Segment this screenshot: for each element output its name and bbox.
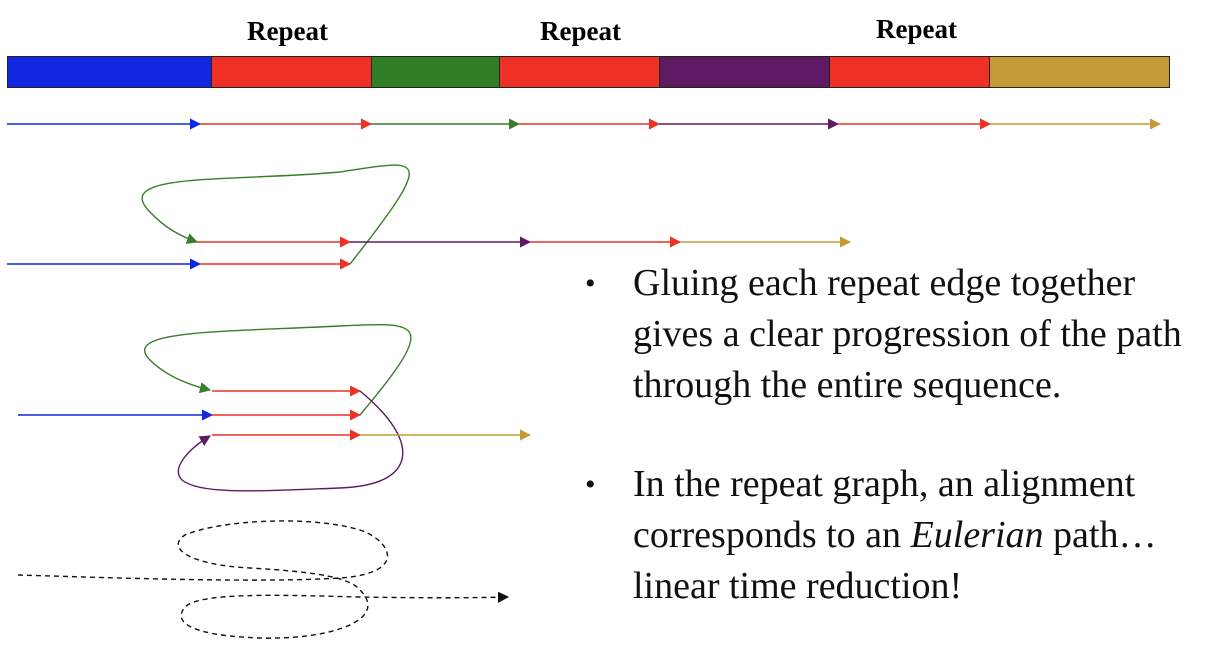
- repeat-graph: [18, 323, 532, 492]
- sequence-segment: [499, 57, 660, 87]
- bullet-text: In the repeat graph, an alignment corres…: [633, 459, 1215, 612]
- sequence-segment: [830, 57, 991, 87]
- partially-glued-path: [7, 164, 852, 270]
- bullet-list: • Gluing each repeat edge together gives…: [585, 258, 1215, 660]
- edge-green-loop: [143, 323, 412, 416]
- sequence-segment: [659, 57, 831, 87]
- repeat-label-2: Repeat: [540, 16, 621, 46]
- bullet-text: Gluing each repeat edge together gives a…: [633, 262, 1182, 406]
- bullet-marker: •: [585, 468, 596, 501]
- bullet-text-part: path…linear time reduction!: [633, 514, 1157, 607]
- sequence-segment: [8, 57, 212, 87]
- bullet-text-italic: Eulerian: [910, 514, 1044, 556]
- sequence-segment: [990, 57, 1170, 87]
- sequence-bar: [7, 56, 1170, 88]
- repeat-label-3: Repeat: [876, 14, 957, 44]
- sequence-segment: [371, 57, 500, 87]
- repeat-label-1: Repeat: [247, 16, 328, 46]
- bullet-item-1: • Gluing each repeat edge together gives…: [585, 258, 1215, 411]
- bullet-marker: •: [585, 267, 596, 300]
- edge-eulerian-dashed: [17, 520, 510, 639]
- sequence-segment: [211, 57, 372, 87]
- bullet-item-2: • In the repeat graph, an alignment corr…: [585, 459, 1215, 612]
- edge-green-loop: [141, 164, 410, 265]
- edge-purple-loop: [177, 390, 404, 492]
- bullet-text-part: In the repeat graph, an alignment corres…: [633, 463, 1136, 556]
- eulerian-path-sketch: [17, 520, 510, 639]
